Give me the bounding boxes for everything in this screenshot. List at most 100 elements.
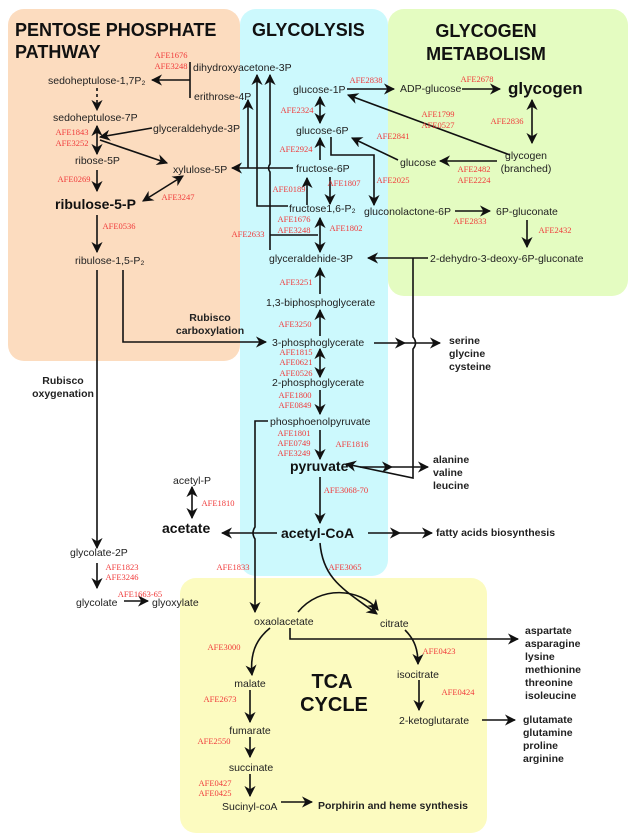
metabolite-sedoheptulose-7p: sedoheptulose-7P <box>53 112 138 124</box>
enzyme-label: AFE1823 <box>105 562 138 572</box>
product-label: aspartate <box>525 625 572 637</box>
metabolite-ribulose-15p2: ribulose-1,5-P₂ <box>75 255 144 267</box>
metabolite-glucose-1p: glucose-1P <box>293 84 346 96</box>
metabolites: dihydroxyacetone-3P sedoheptulose-1,7P₂ … <box>48 62 584 813</box>
metabolite-glucose-6p: glucose-6P <box>296 125 349 137</box>
enzyme-label: AFE1801 <box>277 428 310 438</box>
metabolite-6p-gluconate: 6P-gluconate <box>496 206 558 218</box>
metabolite-acetyl-p: acetyl-P <box>173 475 211 487</box>
metabolite-glyoxylate: glyoxylate <box>152 597 199 609</box>
metabolite-glycolate-2p: glycolate-2P <box>70 547 128 559</box>
metabolite-3-phosphoglycerate: 3-phosphoglycerate <box>272 337 364 349</box>
enzyme-label: AFE2841 <box>376 131 409 141</box>
enzyme-label: AFE1807 <box>327 178 360 188</box>
enzyme-label: AFE2673 <box>203 694 236 704</box>
glycolysis-title: GLYCOLYSIS <box>252 20 365 40</box>
glycogen-title-2: METABOLISM <box>426 44 546 64</box>
rubisco-carboxylation-label-2: carboxylation <box>176 325 244 337</box>
metabolite-ribose-5p: ribose-5P <box>75 155 120 167</box>
product-label: glycine <box>449 348 485 360</box>
enzyme-label: AFE3068-70 <box>324 485 368 495</box>
metabolite-pep: phosphoenolpyruvate <box>270 416 371 428</box>
product-heme: Porphirin and heme synthesis <box>318 800 468 812</box>
enzyme-label: AFE2633 <box>231 229 264 239</box>
product-label: leucine <box>433 480 469 492</box>
metabolite-sedoheptulose-17p2: sedoheptulose-1,7P₂ <box>48 75 145 87</box>
ppp-title-2: PATHWAY <box>15 42 101 62</box>
enzyme-label: AFE1816 <box>335 439 368 449</box>
enzyme-label: AFE0749 <box>277 438 310 448</box>
product-label: asparagine <box>525 638 581 650</box>
product-label: glutamate <box>523 714 573 726</box>
enzyme-label: AFE1843 <box>55 127 88 137</box>
enzyme-label: AFE3065 <box>328 562 361 572</box>
product-label: lysine <box>525 651 555 663</box>
metabolite-glycolate: glycolate <box>76 597 118 609</box>
metabolite-acetyl-coa: acetyl-CoA <box>281 525 354 541</box>
enzyme-label: AFE0536 <box>102 221 135 231</box>
product-label: threonine <box>525 677 573 689</box>
enzyme-label: AFE1833 <box>216 562 249 572</box>
metabolite-gluconolactone-6p: gluconolactone-6P <box>364 206 451 218</box>
metabolite-glyceraldehide-3p: glyceraldehide-3P <box>269 253 353 265</box>
enzyme-label: AFE0526 <box>279 368 312 378</box>
enzyme-label: AFE0849 <box>278 400 311 410</box>
metabolite-kdpg: 2-dehydro-3-deoxy-6P-gluconate <box>430 253 584 265</box>
enzyme-label: AFE2482 <box>457 164 490 174</box>
metabolite-glycogen: glycogen <box>508 79 583 98</box>
enzyme-label: AFE0427 <box>198 778 231 788</box>
enzyme-label: AFE0424 <box>441 687 475 697</box>
enzyme-label: AFE2836 <box>490 116 523 126</box>
metabolite-glyceraldehyde-3p-ppp: glyceraldehyde-3P <box>153 123 240 135</box>
product-label: proline <box>523 740 558 752</box>
metabolite-2-ketoglutarate: 2-ketoglutarate <box>399 715 469 727</box>
tca-title-2: CYCLE <box>300 694 368 716</box>
tca-region <box>180 578 487 833</box>
enzyme-label: AFE3252 <box>55 138 88 148</box>
enzyme-label: AFE2924 <box>279 144 313 154</box>
rubisco-oxygenation-label: Rubisco <box>42 375 83 387</box>
enzyme-label: AFE2838 <box>349 75 382 85</box>
enzyme-label: AFE3246 <box>105 572 138 582</box>
enzyme-label: AFE1676 <box>154 50 187 60</box>
enzyme-label: AFE1802 <box>329 223 362 233</box>
tca-title: TCA <box>311 671 352 693</box>
enzyme-label: AFE0527 <box>421 120 454 130</box>
metabolite-succinyl-coa: Sucinyl-coA <box>222 801 277 813</box>
enzyme-label: AFE3248 <box>154 61 187 71</box>
enzyme-label: AFE1663-65 <box>118 589 162 599</box>
glycogen-title: GLYCOGEN <box>435 21 536 41</box>
metabolite-fructose-6p: fructose-6P <box>296 163 350 175</box>
enzyme-label: AFE1810 <box>201 498 234 508</box>
metabolite-pyruvate: pyruvate <box>290 458 349 474</box>
enzyme-label: AFE2678 <box>460 74 493 84</box>
enzyme-labels: AFE1676 AFE3248 AFE1843 AFE3252 AFE0269 … <box>55 50 571 798</box>
metabolite-glycogen-branched-2: (branched) <box>501 163 552 175</box>
metabolite-13-bpg: 1,3-biphosphoglycerate <box>266 297 375 309</box>
metabolite-erithrose-4p: erithrose-4P <box>194 91 251 103</box>
enzyme-label: AFE0269 <box>57 174 90 184</box>
enzyme-label: AFE0423 <box>422 646 455 656</box>
rubisco-oxygenation-label-2: oxygenation <box>32 388 94 400</box>
rubisco-carboxylation-label: Rubisco <box>189 312 230 324</box>
enzyme-label: AFE0425 <box>198 788 231 798</box>
product-label: alanine <box>433 454 469 466</box>
metabolite-oxaloacetate: oxaolacetate <box>254 616 314 628</box>
metabolite-malate: malate <box>234 678 266 690</box>
ppp-region <box>8 9 240 361</box>
enzyme-label: AFE3250 <box>278 319 311 329</box>
biosynthesis-products: serine glycine cysteine alanine valine l… <box>318 335 581 812</box>
metabolite-2-phosphoglycerate: 2-phosphoglycerate <box>272 377 364 389</box>
enzyme-label: AFE1676 <box>277 214 310 224</box>
product-fatty-acids: fatty acids biosynthesis <box>436 527 555 539</box>
product-label: isoleucine <box>525 690 577 702</box>
enzyme-label: AFE3000 <box>207 642 240 652</box>
enzyme-label: AFE1799 <box>421 109 454 119</box>
product-label: valine <box>433 467 463 479</box>
enzyme-label: AFE2432 <box>538 225 571 235</box>
metabolite-fumarate: fumarate <box>229 725 271 737</box>
enzyme-label: AFE2550 <box>197 736 230 746</box>
ppp-title: PENTOSE PHOSPHATE <box>15 20 216 40</box>
enzyme-label: AFE1815 <box>279 347 312 357</box>
